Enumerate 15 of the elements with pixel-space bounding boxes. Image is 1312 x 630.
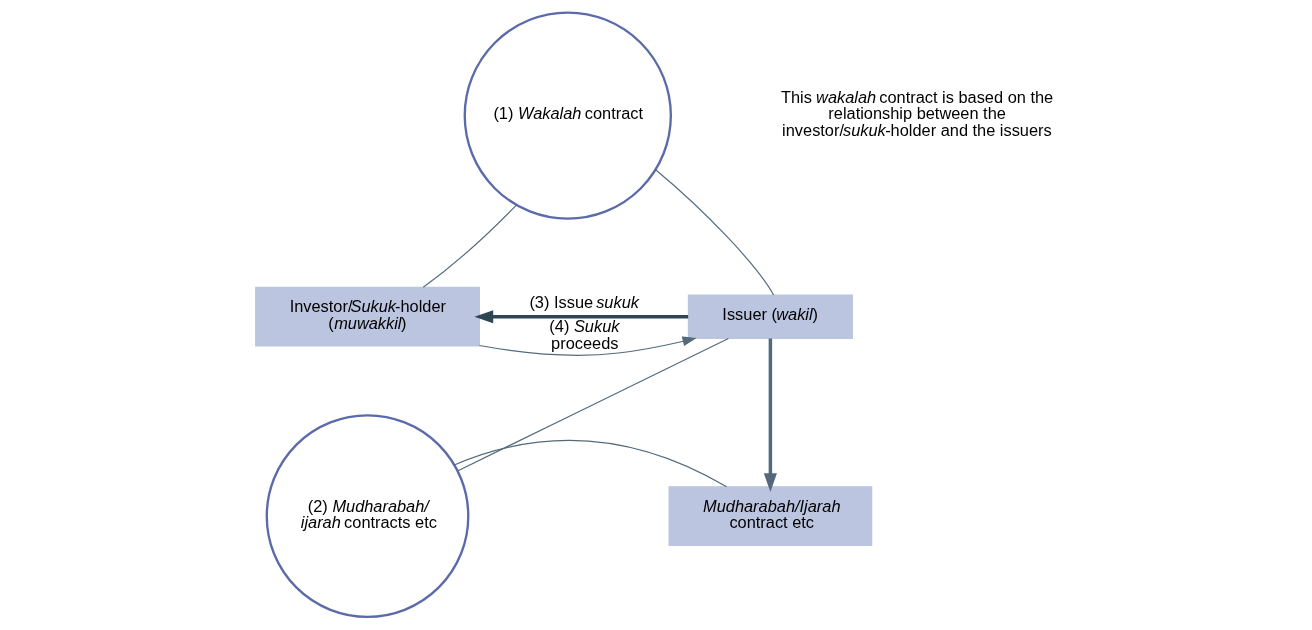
arrow	[763, 338, 777, 492]
connector	[422, 204, 517, 288]
arrow	[478, 336, 697, 356]
connector	[654, 168, 774, 296]
edge-label: (4) Sukuk proceeds	[548, 317, 619, 352]
node-circle: (1) Wakalah contract	[463, 11, 672, 220]
edge-label: (3) Issue sukuk	[528, 292, 639, 311]
node-box: Investor/Sukuk-holder (muwakkil)	[254, 286, 480, 347]
connector	[457, 337, 729, 472]
node-box: Issuer (wakil)	[687, 294, 853, 339]
label: This wakalah contract is based on the relationship between the investor/sukuk-holder and the issuers	[780, 87, 1053, 139]
connector	[453, 439, 727, 488]
arrow	[473, 310, 688, 324]
node-circle: (2) Mudharabah/ ijarah contracts etc	[265, 414, 469, 619]
node-box: Mudharabah/Ijarah contract etc	[668, 486, 872, 546]
